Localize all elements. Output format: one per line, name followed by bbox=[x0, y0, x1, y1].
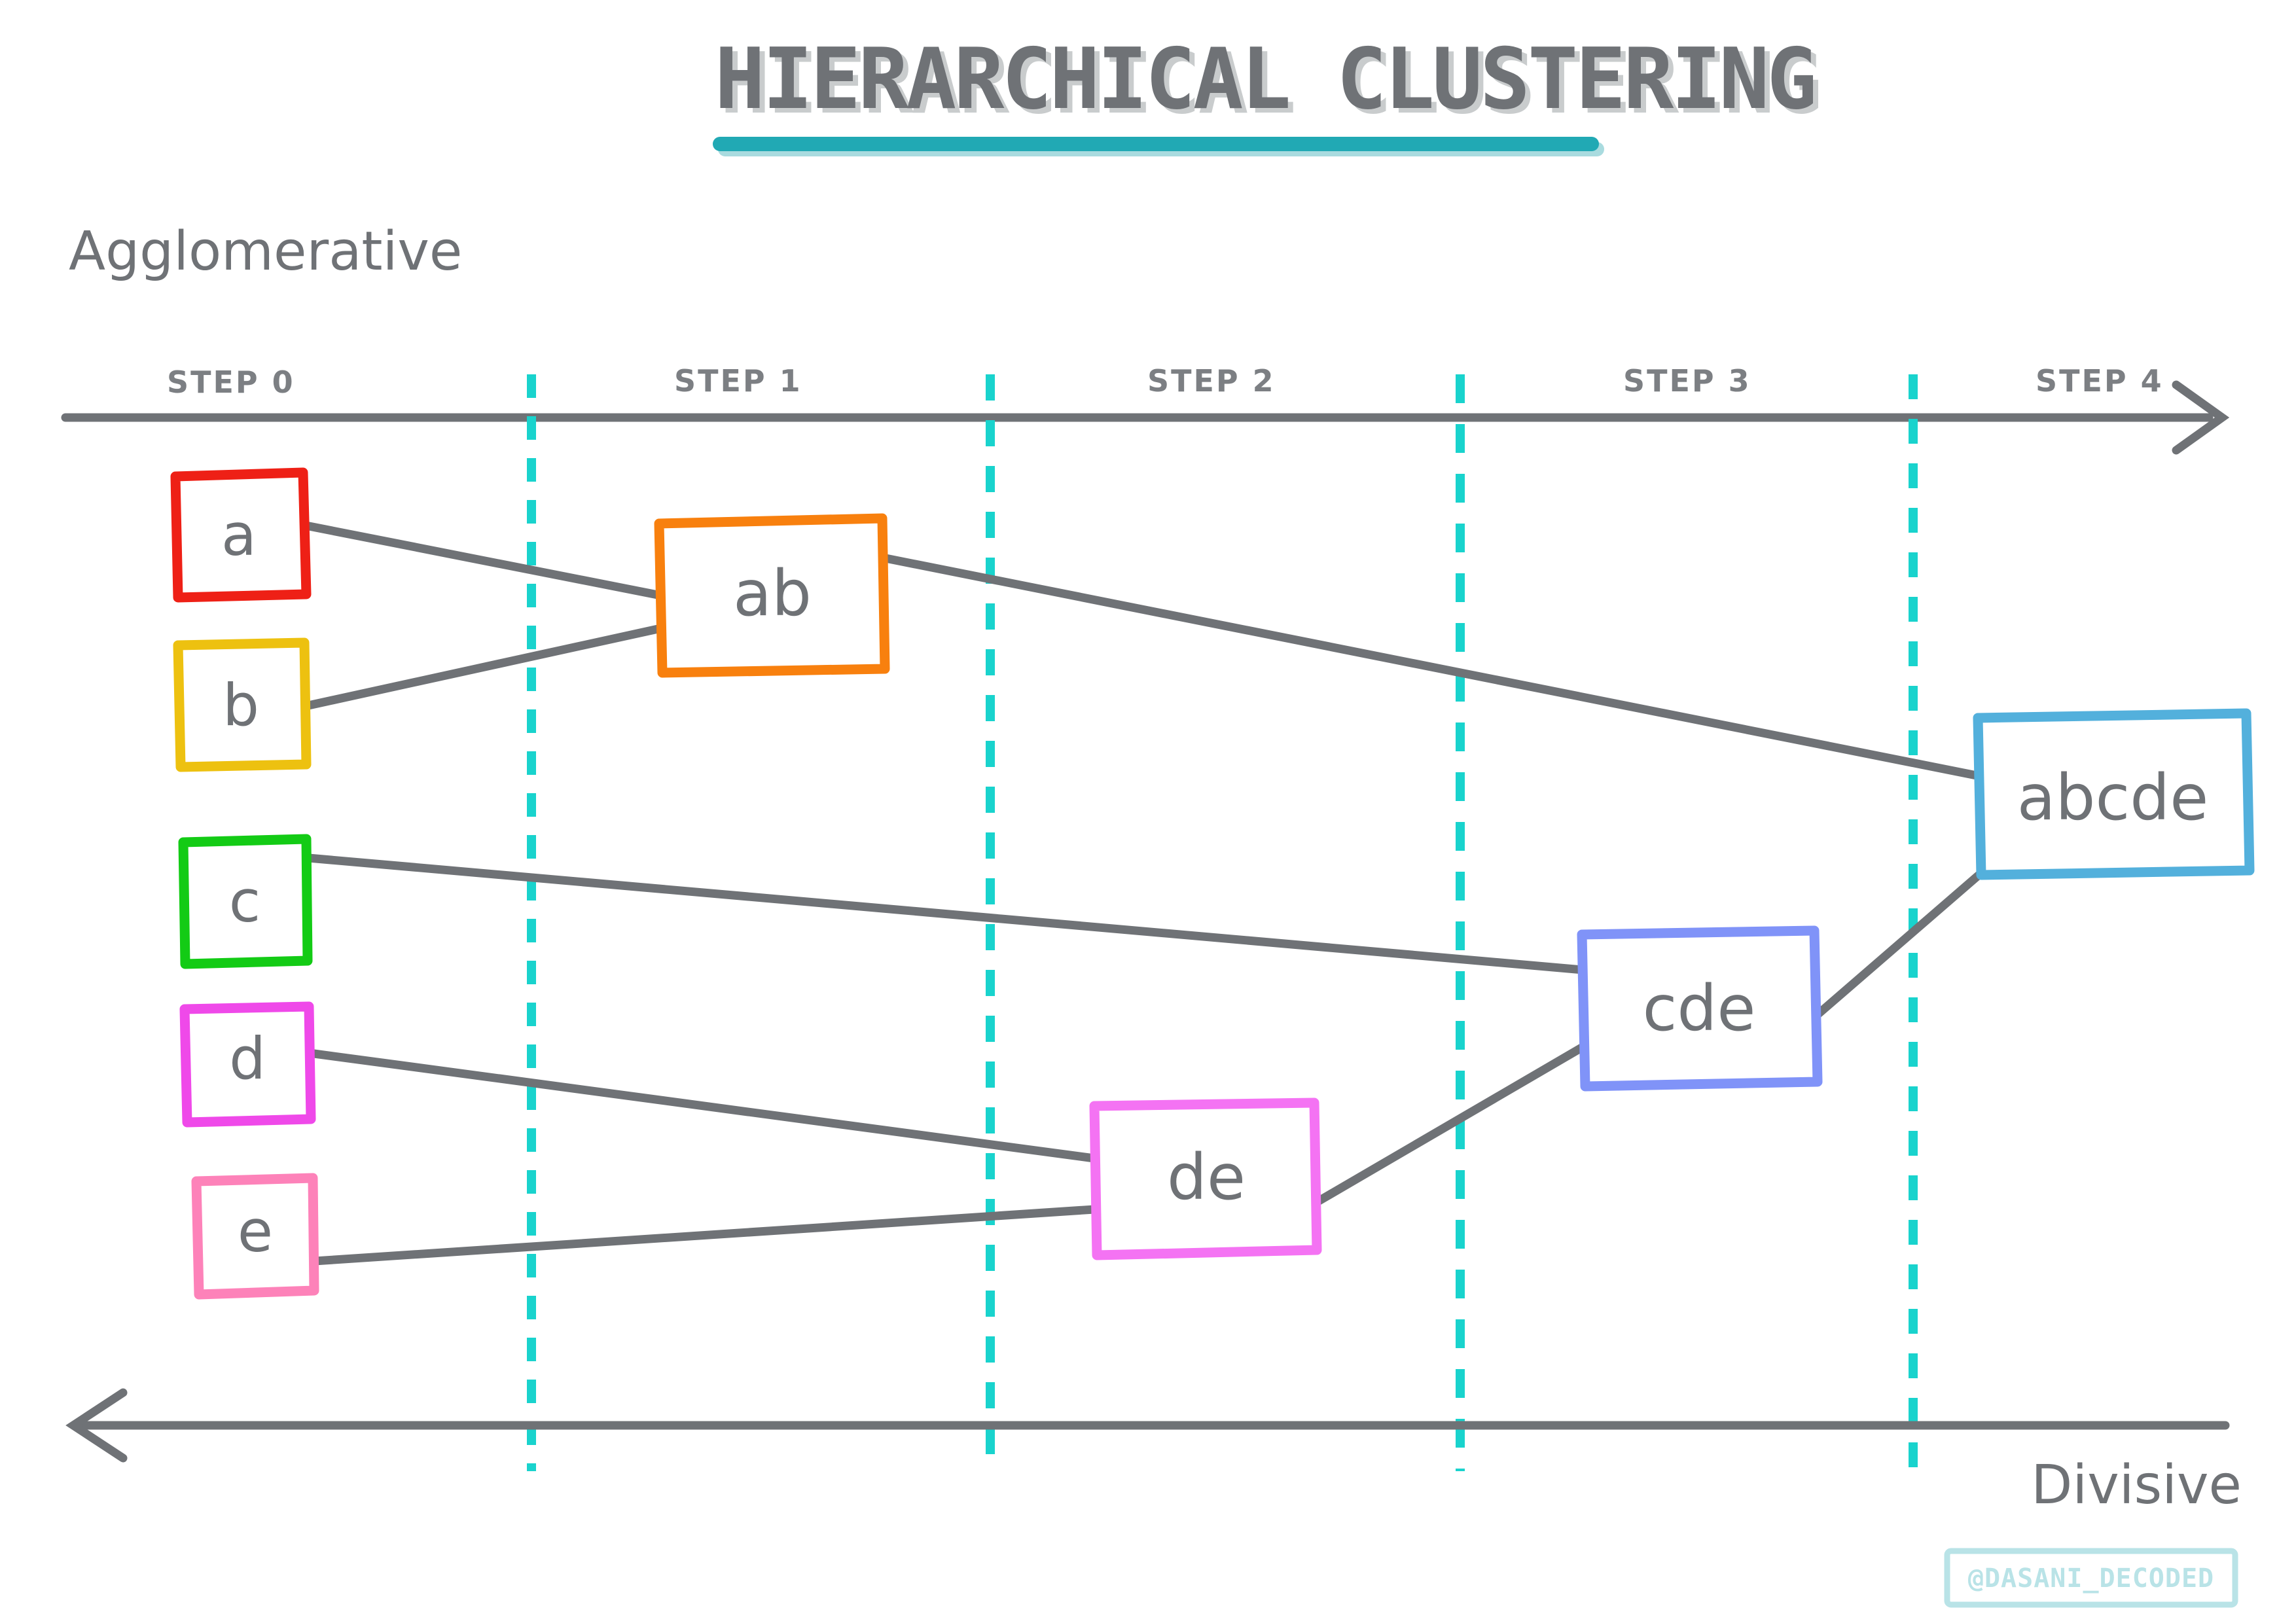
node-cde[interactable]: cde bbox=[1577, 925, 1823, 1092]
node-abcde-label: abcde bbox=[2017, 761, 2209, 834]
node-e-label: e bbox=[238, 1198, 273, 1265]
connector-c-to-cde bbox=[296, 853, 1587, 974]
node-de[interactable]: de bbox=[1089, 1097, 1322, 1260]
node-ab-box[interactable] bbox=[654, 513, 890, 678]
merge-connectors bbox=[296, 520, 1991, 1266]
node-ab[interactable]: ab bbox=[654, 513, 890, 678]
connector-cde-to-abcde bbox=[1812, 864, 1991, 1020]
page-title: HIERARCHICAL CLUSTERING bbox=[715, 31, 1814, 128]
divisive-label: Divisive bbox=[2031, 1454, 2242, 1516]
step-dividers bbox=[527, 374, 1918, 1471]
step-label-3: STEP 3 bbox=[1623, 363, 1751, 399]
node-c[interactable]: c bbox=[178, 834, 313, 969]
page-title-shadow: HIERARCHICAL CLUSTERING bbox=[720, 35, 1820, 133]
agglomerative-label: Agglomerative bbox=[69, 221, 462, 283]
bottom-axis-arrowhead-icon bbox=[65, 1388, 128, 1463]
node-d[interactable]: d bbox=[179, 1001, 316, 1128]
node-b-box[interactable] bbox=[173, 637, 312, 772]
node-abcde-box[interactable] bbox=[1973, 708, 2255, 880]
watermark-handle: @DASANI_DECODED bbox=[1968, 1563, 2214, 1594]
node-ab-label: ab bbox=[733, 557, 812, 630]
watermark-box bbox=[1944, 1548, 2238, 1608]
node-cde-box[interactable] bbox=[1577, 925, 1823, 1092]
connector-d-to-de bbox=[300, 1048, 1099, 1163]
node-d-box[interactable] bbox=[179, 1001, 316, 1128]
step-label-4: STEP 4 bbox=[2036, 363, 2164, 399]
node-de-label: de bbox=[1167, 1141, 1246, 1214]
node-a-label: a bbox=[221, 501, 257, 569]
node-c-box[interactable] bbox=[178, 834, 313, 969]
node-a[interactable]: a bbox=[170, 467, 312, 603]
step-label-0: STEP 0 bbox=[167, 365, 295, 400]
node-b-label: b bbox=[223, 671, 259, 739]
step-label-1: STEP 1 bbox=[674, 363, 802, 399]
node-b[interactable]: b bbox=[173, 637, 312, 772]
connector-e-to-de bbox=[300, 1205, 1099, 1266]
node-de-box[interactable] bbox=[1089, 1097, 1322, 1260]
node-a-box[interactable] bbox=[170, 467, 312, 603]
connector-de-to-cde bbox=[1311, 1043, 1587, 1207]
watermark: @DASANI_DECODED bbox=[1944, 1548, 2238, 1608]
node-abcde[interactable]: abcde bbox=[1973, 708, 2255, 880]
node-d-label: d bbox=[229, 1025, 266, 1092]
connector-a-to-ab bbox=[298, 520, 666, 600]
bottom-axis bbox=[65, 1388, 2230, 1463]
node-e[interactable]: e bbox=[191, 1173, 319, 1300]
step-label-2: STEP 2 bbox=[1147, 363, 1276, 399]
connector-b-to-ab bbox=[298, 624, 666, 711]
page-title-group: HIERARCHICAL CLUSTERING HIERARCHICAL CLU… bbox=[713, 31, 1822, 156]
node-c-label: c bbox=[229, 868, 260, 935]
top-axis bbox=[61, 380, 2230, 455]
top-axis-arrowhead-icon bbox=[2172, 380, 2230, 455]
node-cde-label: cde bbox=[1643, 972, 1756, 1045]
connector-ab-to-abcde bbox=[878, 553, 1981, 780]
node-e-box[interactable] bbox=[191, 1173, 319, 1300]
